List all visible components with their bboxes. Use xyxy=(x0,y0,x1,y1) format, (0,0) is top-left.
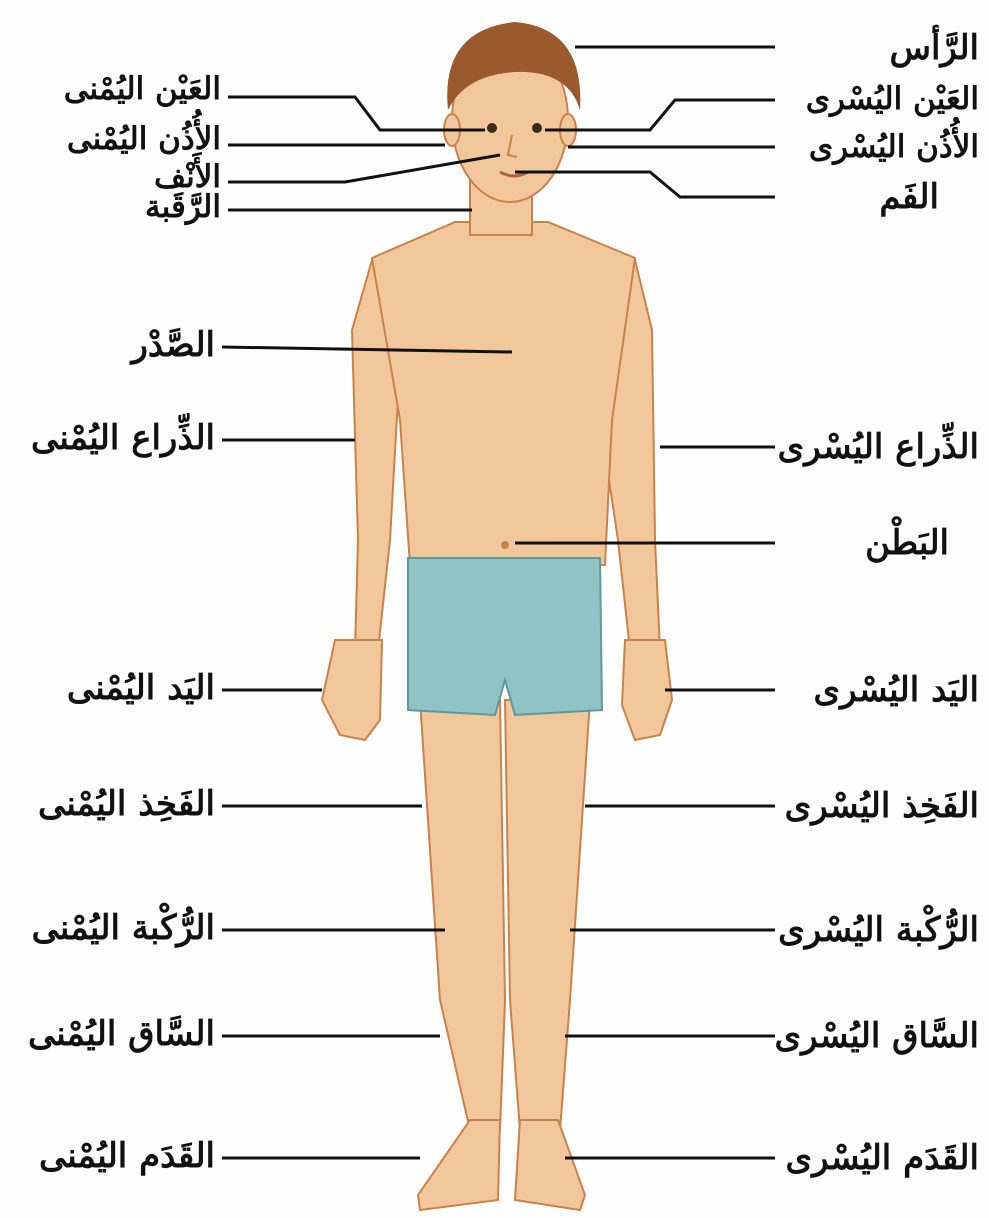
label-left-foot: القَدَم اليُسْرى xyxy=(785,1138,979,1178)
label-left-thigh: الفَخِذ اليُسْرى xyxy=(785,786,979,826)
label-mouth: الفَم xyxy=(879,177,939,217)
label-right-arm: الذِّراع اليُمْنى xyxy=(31,418,215,458)
right-foot xyxy=(418,1120,500,1210)
shorts xyxy=(408,558,602,715)
torso xyxy=(372,222,635,565)
label-left-arm: الذِّراع اليُسْرى xyxy=(778,427,979,467)
navel-shape xyxy=(501,541,509,549)
label-right-hand: اليَد اليُمْنى xyxy=(67,668,215,708)
label-head: الرَّأس xyxy=(889,28,979,68)
right-eye-shape xyxy=(487,123,497,133)
left-eye-shape xyxy=(532,123,542,133)
label-right-ear: الأُذُن اليُمْنى xyxy=(67,122,221,156)
label-left-hand: اليَد اليُسْرى xyxy=(813,670,979,710)
boy-figure xyxy=(322,22,672,1210)
label-right-foot: القَدَم اليُمْنى xyxy=(39,1136,215,1176)
label-chest: الصَّدْر xyxy=(131,325,215,365)
right-leg xyxy=(420,700,505,1130)
label-left-knee: الرُّكْبة اليُسْرى xyxy=(778,910,979,950)
label-belly: البَطْن xyxy=(865,523,949,563)
label-right-shin: السَّاق اليُمْنى xyxy=(28,1014,215,1054)
label-left-shin: السَّاق اليُسْرى xyxy=(775,1016,979,1056)
line-mouth xyxy=(515,172,775,197)
left-foot xyxy=(515,1120,585,1210)
left-hand xyxy=(622,640,672,740)
label-neck: الرَّقَبة xyxy=(145,190,221,224)
label-right-knee: الرُّكْبة اليُمْنى xyxy=(32,908,215,948)
left-leg xyxy=(505,700,590,1130)
right-hand xyxy=(322,640,382,740)
label-right-eye: العَيْن اليُمْنى xyxy=(64,72,221,106)
label-left-eye: العَيْن اليُسْرى xyxy=(806,82,979,116)
label-right-thigh: الفَخِذ اليُمْنى xyxy=(38,784,215,824)
label-left-ear: الأُذُن اليُسْرى xyxy=(809,130,979,164)
